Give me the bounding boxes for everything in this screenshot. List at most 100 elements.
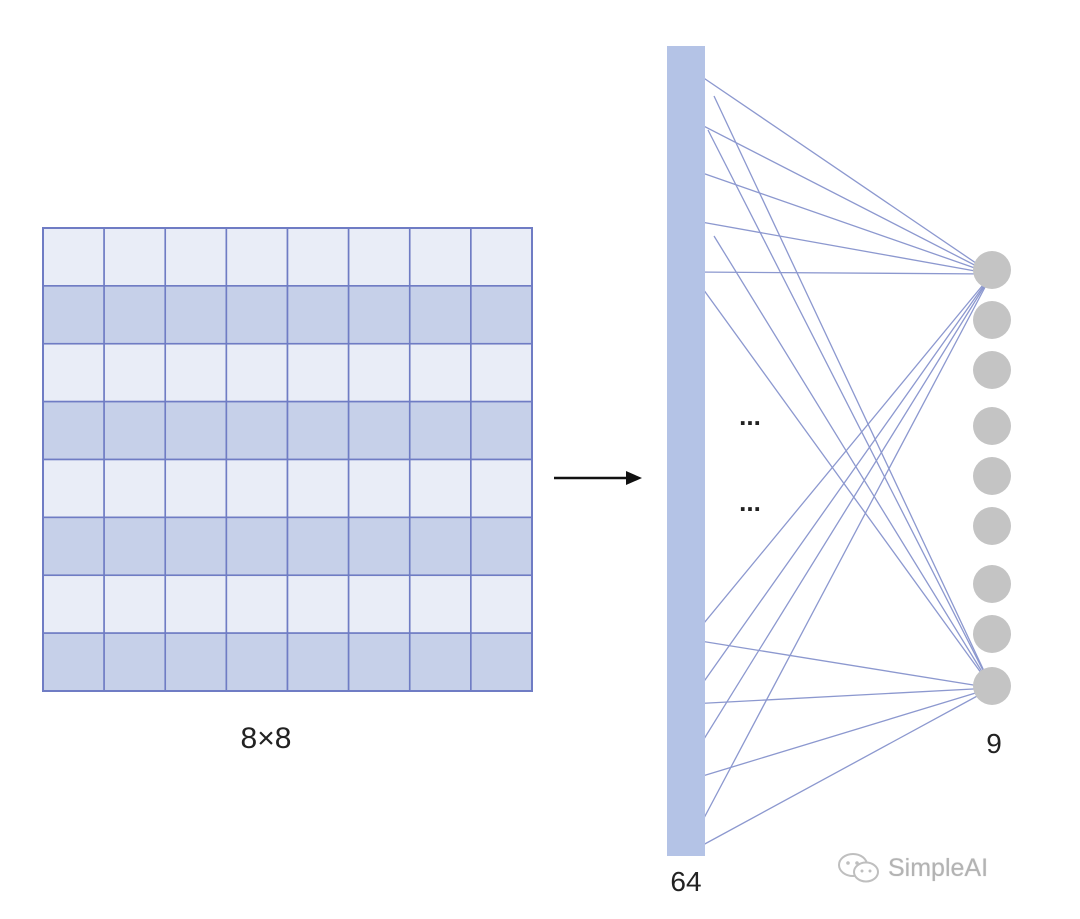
grid-cell <box>286 458 350 519</box>
grid-cell <box>103 516 167 577</box>
output-node <box>973 251 1011 289</box>
grid-cell <box>42 574 105 634</box>
connection-line <box>689 273 993 641</box>
connection-line <box>713 95 993 689</box>
grid-cell <box>470 458 533 519</box>
grid-cell <box>347 227 411 287</box>
connection-line <box>689 219 993 275</box>
grid-cell <box>225 574 289 634</box>
grid-cell <box>286 574 350 634</box>
grid-cell <box>470 400 533 461</box>
connection-line <box>685 65 993 275</box>
output-nodes <box>973 251 1011 705</box>
output-node <box>973 507 1011 545</box>
grid-cell <box>42 400 105 461</box>
grid-cell <box>42 632 105 692</box>
grid-cell <box>470 285 533 345</box>
grid-cell <box>103 342 167 403</box>
connection-line <box>693 639 993 689</box>
grid-cell <box>225 632 289 692</box>
grid-cell <box>470 227 533 287</box>
wechat-icon <box>838 853 879 883</box>
grid-cell <box>103 458 167 519</box>
grid-cell <box>286 227 350 287</box>
grid-cell <box>286 400 350 461</box>
connection-line <box>695 687 993 779</box>
grid-cell <box>225 227 289 287</box>
grid-cell <box>164 632 228 692</box>
grid-cell <box>225 342 289 403</box>
grid-cell <box>103 574 167 634</box>
grid-cell <box>470 516 533 577</box>
grid-cell <box>103 400 167 461</box>
grid-size-label: 8×8 <box>240 722 292 755</box>
grid-cell <box>408 285 472 345</box>
grid-cell <box>103 632 167 692</box>
connection-line <box>713 235 993 689</box>
connection-line <box>707 129 993 689</box>
input-grid <box>42 227 533 692</box>
input-count-label: 64 <box>670 866 702 897</box>
grid-cell <box>103 285 167 345</box>
grid-cell <box>164 458 228 519</box>
output-node <box>973 615 1011 653</box>
grid-cell <box>164 516 228 577</box>
grid-cell <box>286 632 350 692</box>
grid-cell <box>470 632 533 692</box>
grid-cell <box>286 342 350 403</box>
connection-line <box>691 271 993 275</box>
grid-cell <box>225 458 289 519</box>
grid-cell <box>347 285 411 345</box>
grid-cell <box>347 632 411 692</box>
output-count-label: 9 <box>986 728 1002 759</box>
grid-cell <box>103 227 167 287</box>
flatten-arrow <box>554 471 642 485</box>
input-layer-bar <box>667 46 705 856</box>
grid-cell <box>347 342 411 403</box>
grid-cell <box>408 516 472 577</box>
grid-cell <box>470 342 533 403</box>
grid-cell <box>347 458 411 519</box>
grid-cell <box>408 400 472 461</box>
grid-cell <box>164 400 228 461</box>
grid-cell <box>164 574 228 634</box>
grid-cell <box>347 574 411 634</box>
grid-cell <box>470 574 533 634</box>
output-node <box>973 565 1011 603</box>
grid-cell <box>164 285 228 345</box>
connection-lines <box>685 65 993 853</box>
grid-cell <box>42 342 105 403</box>
grid-cell <box>286 516 350 577</box>
input-layer-bar-rect <box>667 46 705 856</box>
arrow-head <box>626 471 642 485</box>
connection-line <box>687 117 993 275</box>
grid-cell <box>408 342 472 403</box>
output-node <box>973 301 1011 339</box>
grid-cell <box>225 400 289 461</box>
output-node <box>973 351 1011 389</box>
grid-cell <box>286 285 350 345</box>
output-node <box>973 407 1011 445</box>
grid-cell <box>42 458 105 519</box>
connection-line <box>685 273 993 769</box>
grid-cell <box>408 458 472 519</box>
watermark-text: SimpleAI <box>888 853 989 882</box>
connection-line <box>689 687 993 853</box>
grid-cell <box>164 342 228 403</box>
grid-cell <box>42 285 105 345</box>
grid-border <box>42 227 533 692</box>
output-node <box>973 667 1011 705</box>
grid-cell <box>42 227 105 287</box>
grid-cell <box>42 516 105 577</box>
connection-line <box>687 167 993 275</box>
grid-cell <box>408 227 472 287</box>
ellipsis-top: ... <box>739 401 761 431</box>
grid-cell <box>408 574 472 634</box>
connection-line <box>689 687 993 705</box>
grid-cell <box>164 227 228 287</box>
grid-cell <box>408 632 472 692</box>
grid-cell <box>347 400 411 461</box>
grid-cell <box>225 285 289 345</box>
